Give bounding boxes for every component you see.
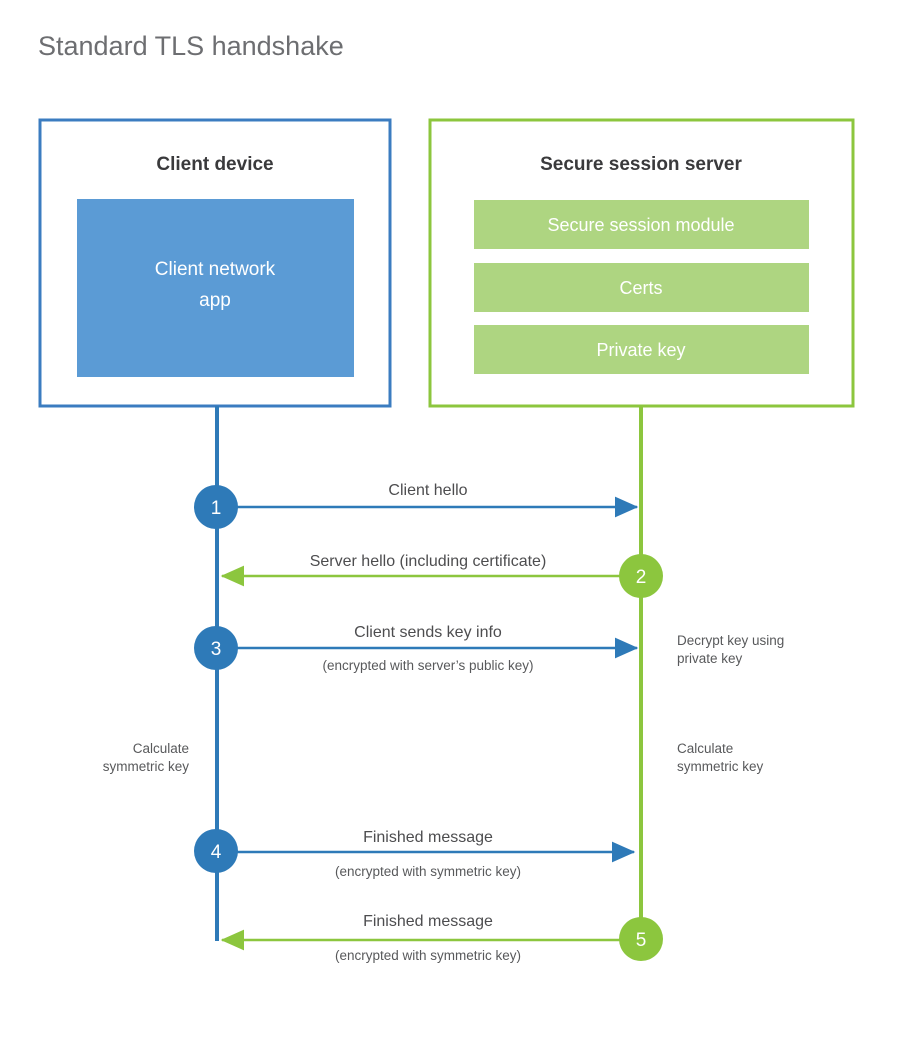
step-4-badge bbox=[194, 829, 238, 873]
step-5-number: 5 bbox=[636, 930, 647, 951]
step-5-sublabel: (encrypted with symmetric key) bbox=[335, 948, 521, 963]
step-1-label: Client hello bbox=[388, 482, 467, 499]
server-bar-private-key bbox=[474, 325, 809, 374]
client-device-panel: Client device Client network app bbox=[38, 118, 392, 408]
server-bar-label-1: Certs bbox=[619, 278, 662, 298]
step-3-label: Client sends key info bbox=[354, 624, 502, 641]
page-title: Standard TLS handshake bbox=[38, 31, 344, 61]
step-4-label: Finished message bbox=[363, 829, 493, 846]
step-2-number: 2 bbox=[636, 567, 647, 588]
step-2-server-hello: Server hello (including certificate) 2 bbox=[220, 553, 663, 598]
step-2-badge bbox=[619, 554, 663, 598]
step-3-number: 3 bbox=[211, 639, 222, 660]
step-1-number: 1 bbox=[211, 498, 222, 519]
step-4-sublabel: (encrypted with symmetric key) bbox=[335, 864, 521, 879]
step-5-badge bbox=[619, 917, 663, 961]
server-panel-title: Secure session server bbox=[540, 154, 742, 175]
note-client-calc-line2: symmetric key bbox=[103, 759, 190, 774]
step-4-number: 4 bbox=[211, 842, 222, 863]
step-1-client-hello: Client hello 1 bbox=[194, 482, 639, 529]
step-5-label: Finished message bbox=[363, 913, 493, 930]
client-network-app-label-line2: app bbox=[199, 290, 231, 311]
secure-session-server-panel: Secure session server Secure session mod… bbox=[428, 118, 855, 408]
server-bar-label-0: Secure session module bbox=[547, 215, 734, 235]
step-5-finished-message-server: Finished message (encrypted with symmetr… bbox=[220, 913, 663, 963]
step-2-label: Server hello (including certificate) bbox=[310, 553, 547, 570]
note-server-calc-line2: symmetric key bbox=[677, 759, 764, 774]
step-1-badge bbox=[194, 485, 238, 529]
server-bar-label-2: Private key bbox=[596, 340, 685, 360]
server-bar-certs bbox=[474, 263, 809, 312]
server-bar-secure-session-module bbox=[474, 200, 809, 249]
note-client-calc-line1: Calculate bbox=[133, 741, 189, 756]
step-3-badge bbox=[194, 626, 238, 670]
step-3-client-sends-key-info: Client sends key info (encrypted with se… bbox=[194, 624, 639, 673]
note-decrypt-key-line1: Decrypt key using bbox=[677, 633, 784, 648]
note-server-calculate-symmetric-key: Calculate symmetric key bbox=[677, 741, 764, 774]
client-network-app-box bbox=[77, 199, 354, 377]
note-client-calculate-symmetric-key: Calculate symmetric key bbox=[103, 741, 190, 774]
note-decrypt-key: Decrypt key using private key bbox=[677, 633, 784, 666]
note-server-calc-line1: Calculate bbox=[677, 741, 733, 756]
step-4-finished-message-client: Finished message (encrypted with symmetr… bbox=[194, 829, 636, 879]
step-3-sublabel: (encrypted with server’s public key) bbox=[322, 658, 533, 673]
client-network-app-label-line1: Client network bbox=[155, 259, 276, 280]
note-decrypt-key-line2: private key bbox=[677, 651, 743, 666]
client-panel-title: Client device bbox=[156, 154, 273, 175]
